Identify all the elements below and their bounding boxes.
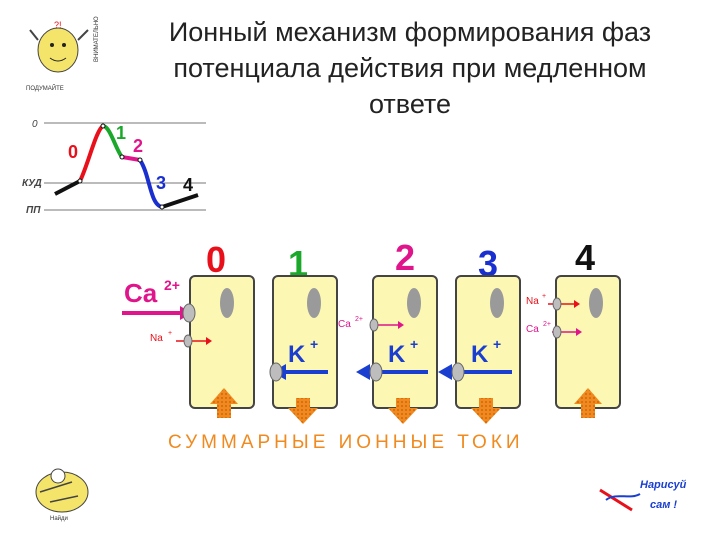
phase4-left-curve [54,179,81,196]
phase-header-2: 2 [395,237,415,278]
page-title: Ионный механизм формирования фаз потенци… [168,17,652,119]
na-right-label: Na [526,296,539,307]
phase2-curve [121,155,141,162]
phase3-curve [138,158,163,209]
graph-phase-0: 0 [68,142,78,162]
nucleus [490,288,504,318]
phase-header-0: 0 [206,239,226,280]
pp-level-label: ПП [26,205,41,216]
na-ion-label: Na [150,333,163,344]
nucleus [307,288,321,318]
cell-phase-0 [189,275,255,409]
nucleus [407,288,421,318]
k-ion-charge-3: + [493,336,501,352]
svg-text:?!: ?! [54,20,62,30]
k-ion-label-1: K [288,341,306,368]
k-ion-label-3: K [471,341,489,368]
action-potential-graph: 0 КУД ПП 0 1 2 3 4 [22,119,206,216]
summary-currents-caption: СУММАРНЫЕ ИОННЫЕ ТОКИ [168,432,524,453]
graph-phase-3: 3 [156,173,166,193]
k-ion-charge-2: + [410,336,418,352]
k-ion-charge-1: + [310,336,318,352]
current-arrow-up-0 [210,388,238,418]
graph-phase-4: 4 [183,175,193,195]
ca-small-label: Ca [338,319,351,330]
phase-header-3: 3 [478,243,498,284]
ca-ion-charge: 2+ [164,277,180,293]
draw-logo-line1: Нарисуй [640,479,687,491]
draw-yourself-logo: Нарисуй сам ! [599,470,692,520]
na-ion-charge: + [168,330,172,337]
cell-phase-4 [555,275,621,409]
graph-phase-1: 1 [116,123,126,143]
pointing-figure-logo: Найди [35,468,89,522]
draw-logo-line2: сам ! [650,499,677,511]
nucleus [220,288,234,318]
current-arrow-down-3 [471,398,501,424]
current-arrow-down-1 [288,398,318,424]
ca-small-charge: 2+ [355,316,363,323]
logo-right-text: ВНИМАТЕЛЬНО [94,16,100,62]
na-right-charge: + [542,293,546,300]
phase0-curve [78,124,105,182]
thinking-figure-logo: ?! ПОДУМАЙТЕ ВНИМАТЕЛЬНО [26,16,100,92]
ca-channel [182,303,196,323]
bottom-logo-text: Найди [50,515,68,522]
phase-header-1: 1 [288,243,308,284]
nucleus [589,288,603,318]
phase4-right-curve [161,193,199,209]
current-arrow-down-2 [388,398,418,424]
current-arrow-up-4 [574,388,602,418]
ca-right-label: Ca [526,324,539,335]
k-ion-label-2: K [388,341,406,368]
ca-right-charge: 2+ [543,321,551,328]
graph-phase-2: 2 [133,136,143,156]
kud-level-label: КУД [22,178,42,189]
logo-left-text: ПОДУМАЙТЕ [26,84,64,92]
ca-ion-label: Ca [124,278,158,308]
phase-header-4: 4 [575,237,595,278]
zero-level-label: 0 [32,119,38,130]
